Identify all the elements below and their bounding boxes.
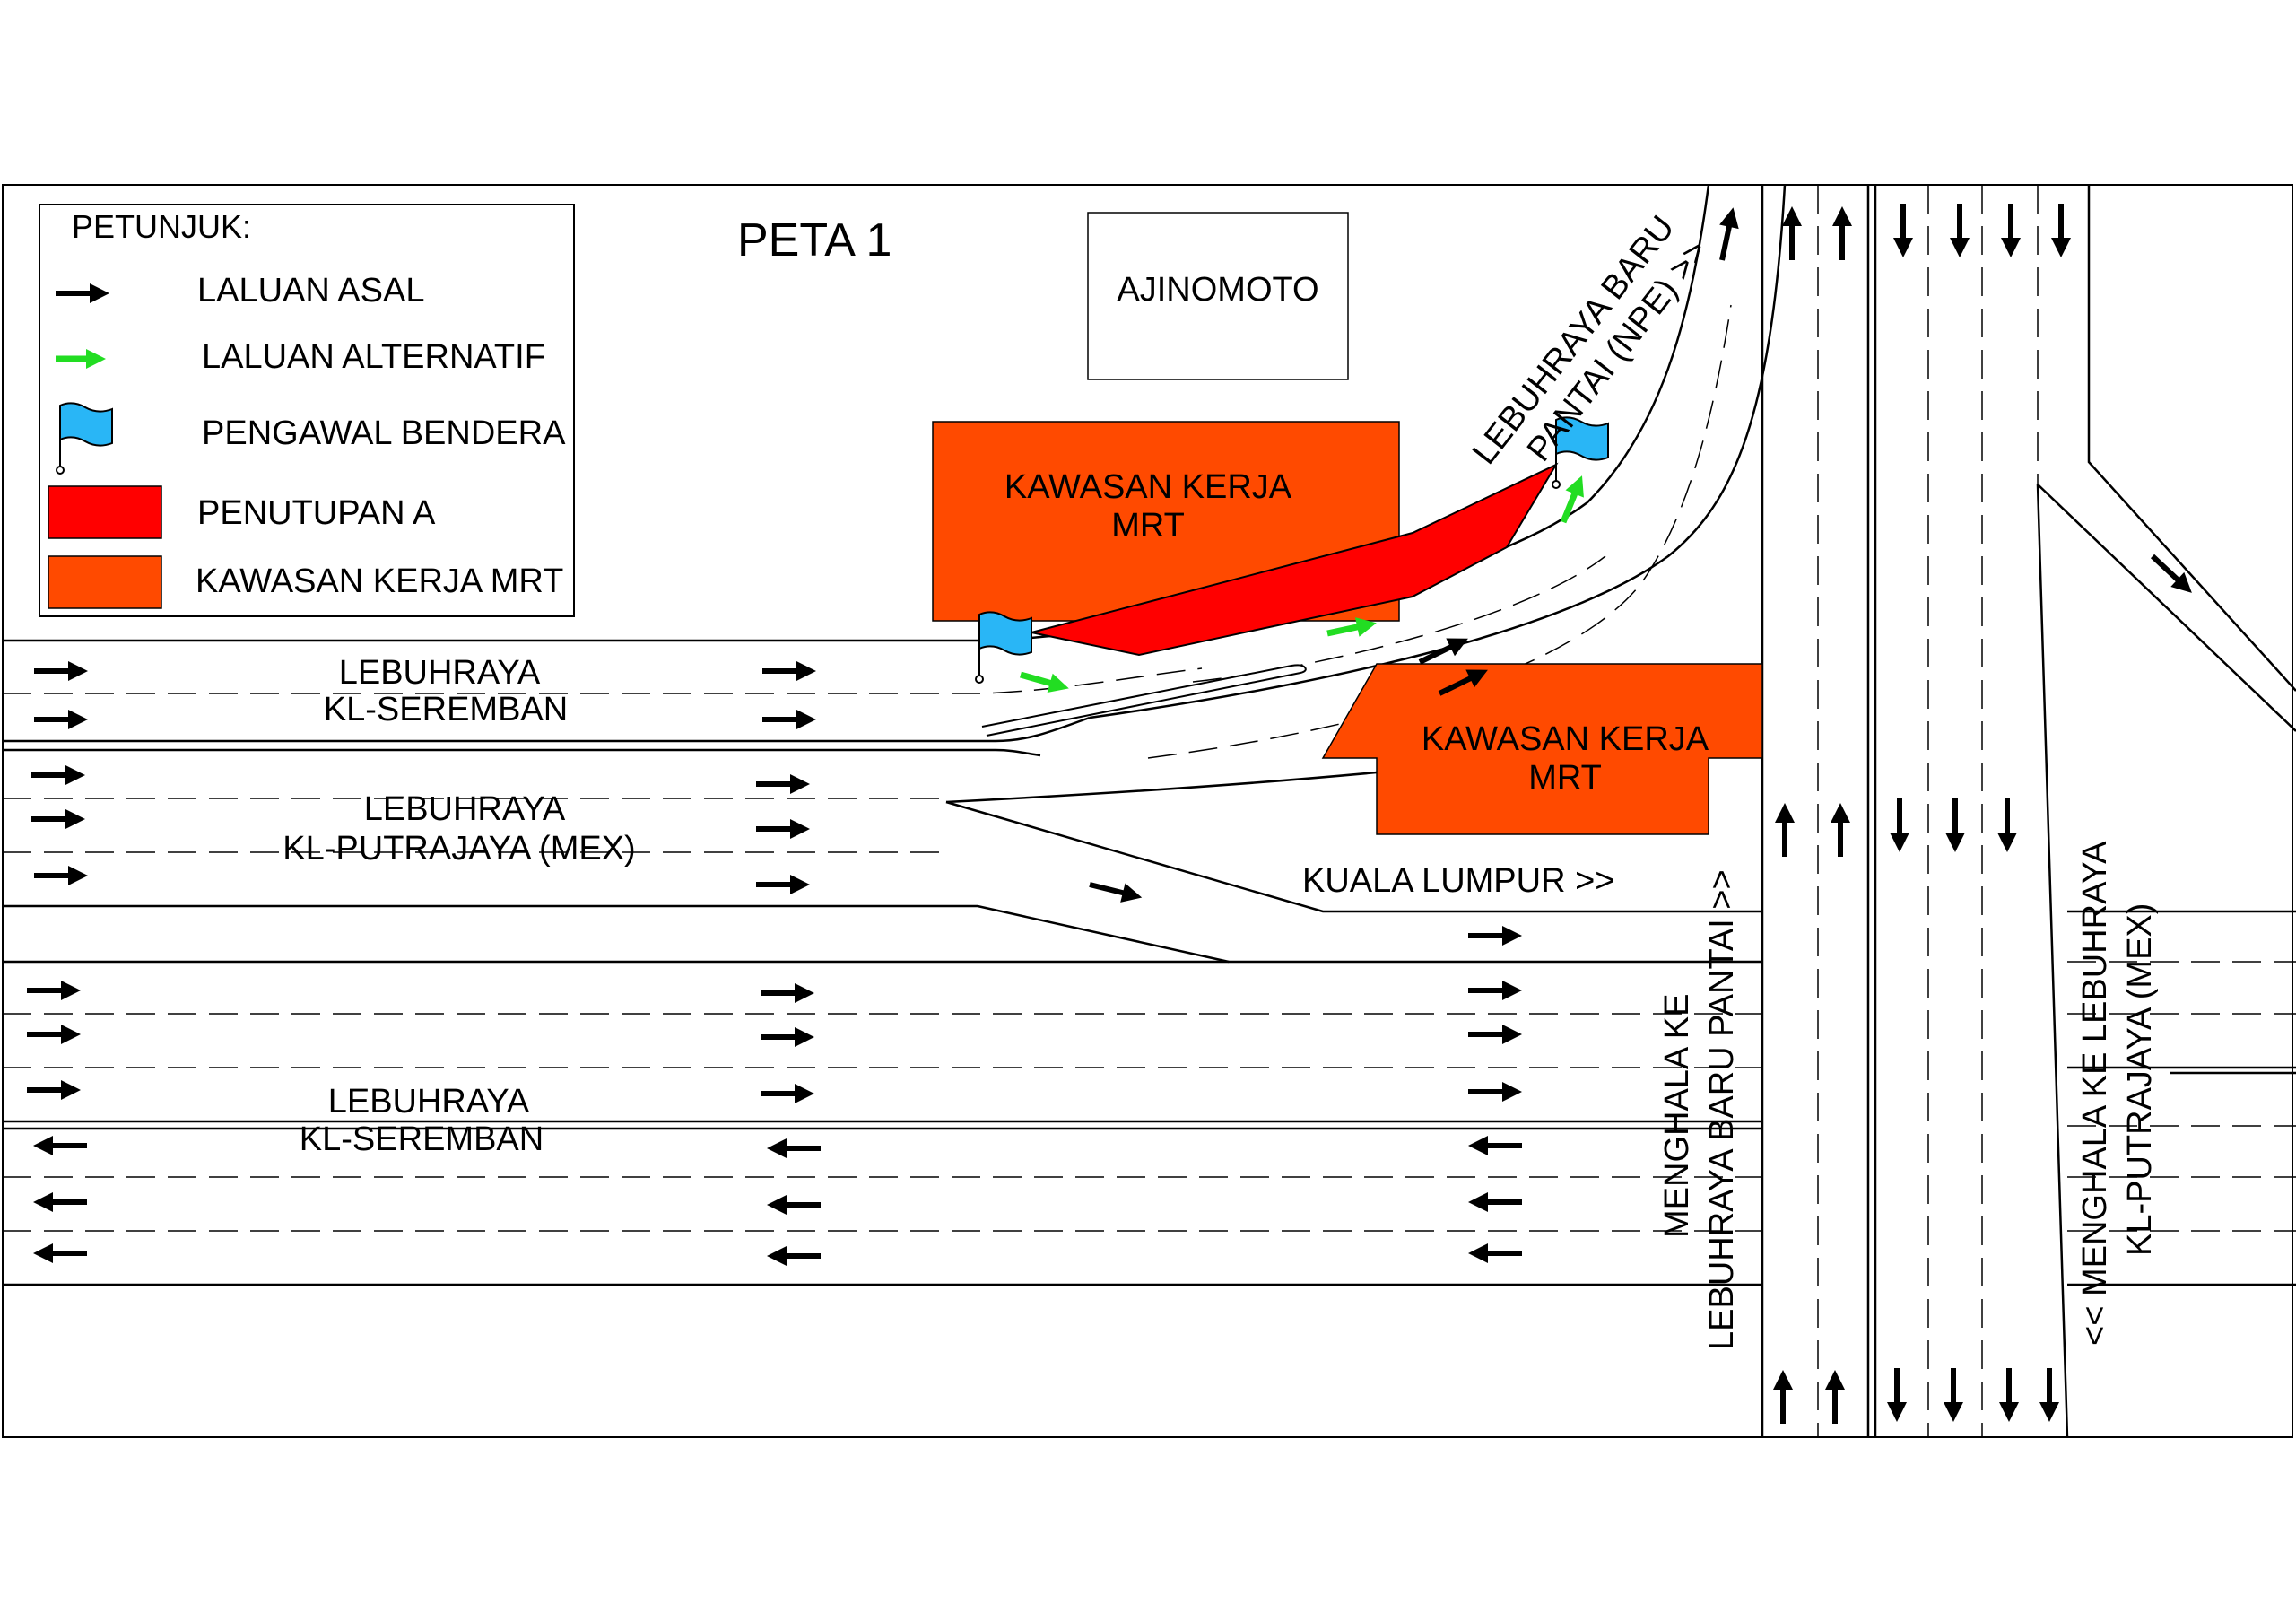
lane-dividers	[3, 185, 2296, 1437]
red-box-icon	[48, 485, 162, 539]
to-npe-label: MENGHALA KE LEBUHRAYA BARU PANTAI >>	[1658, 869, 1741, 1350]
road-label: KL-SEREMBAN	[300, 1121, 544, 1158]
road-label: KL-SEREMBAN	[324, 691, 568, 728]
work-zone-label: KAWASAN KERJA	[1004, 468, 1292, 506]
ajinomoto-building	[1087, 212, 1349, 380]
to-mex-label: << MENGHALA KE LEBUHRAYA KL-PUTRAJAYA (M…	[2076, 841, 2159, 1346]
closure-a	[1031, 462, 1559, 657]
median-island	[981, 664, 1307, 737]
road-label: MENGHALA KE	[1658, 994, 1696, 1238]
road-label: LEBUHRAYA BARU PANTAI >>	[1703, 869, 1741, 1350]
road-label: KL-PUTRAJAYA (MEX)	[283, 830, 635, 868]
road-label: LEBUHRAYA	[364, 790, 566, 828]
work-zone-label: MRT	[1111, 507, 1185, 545]
legend: PETUNJUK: LALUAN ASAL LALUAN ALTERNATIF …	[39, 204, 575, 617]
road-label: << MENGHALA KE LEBUHRAYA	[2076, 841, 2114, 1346]
legend-label: PENUTUPAN A	[197, 494, 436, 532]
legend-heading: PETUNJUK:	[72, 208, 251, 245]
ajinomoto-label: AJINOMOTO	[1117, 271, 1318, 309]
legend-label: LALUAN ASAL	[197, 272, 424, 310]
road-label: KL-PUTRAJAYA (MEX)	[2121, 903, 2159, 1256]
legend-label: LALUAN ALTERNATIF	[202, 338, 545, 376]
work-zone-label: KAWASAN KERJA	[1422, 720, 1709, 758]
work-zone-2	[1321, 663, 1763, 835]
kuala-lumpur-label: KUALA LUMPUR >>	[1302, 862, 1614, 900]
road-label: LEBUHRAYA	[328, 1083, 530, 1121]
map-title: PETA 1	[737, 214, 891, 266]
orange-box-icon	[48, 555, 162, 609]
legend-box	[39, 204, 575, 617]
road-label: LEBUHRAYA	[339, 654, 541, 692]
work-zone-label: MRT	[1528, 759, 1602, 797]
legend-label: KAWASAN KERJA MRT	[196, 562, 563, 600]
legend-label: PENGAWAL BENDERA	[202, 414, 566, 452]
